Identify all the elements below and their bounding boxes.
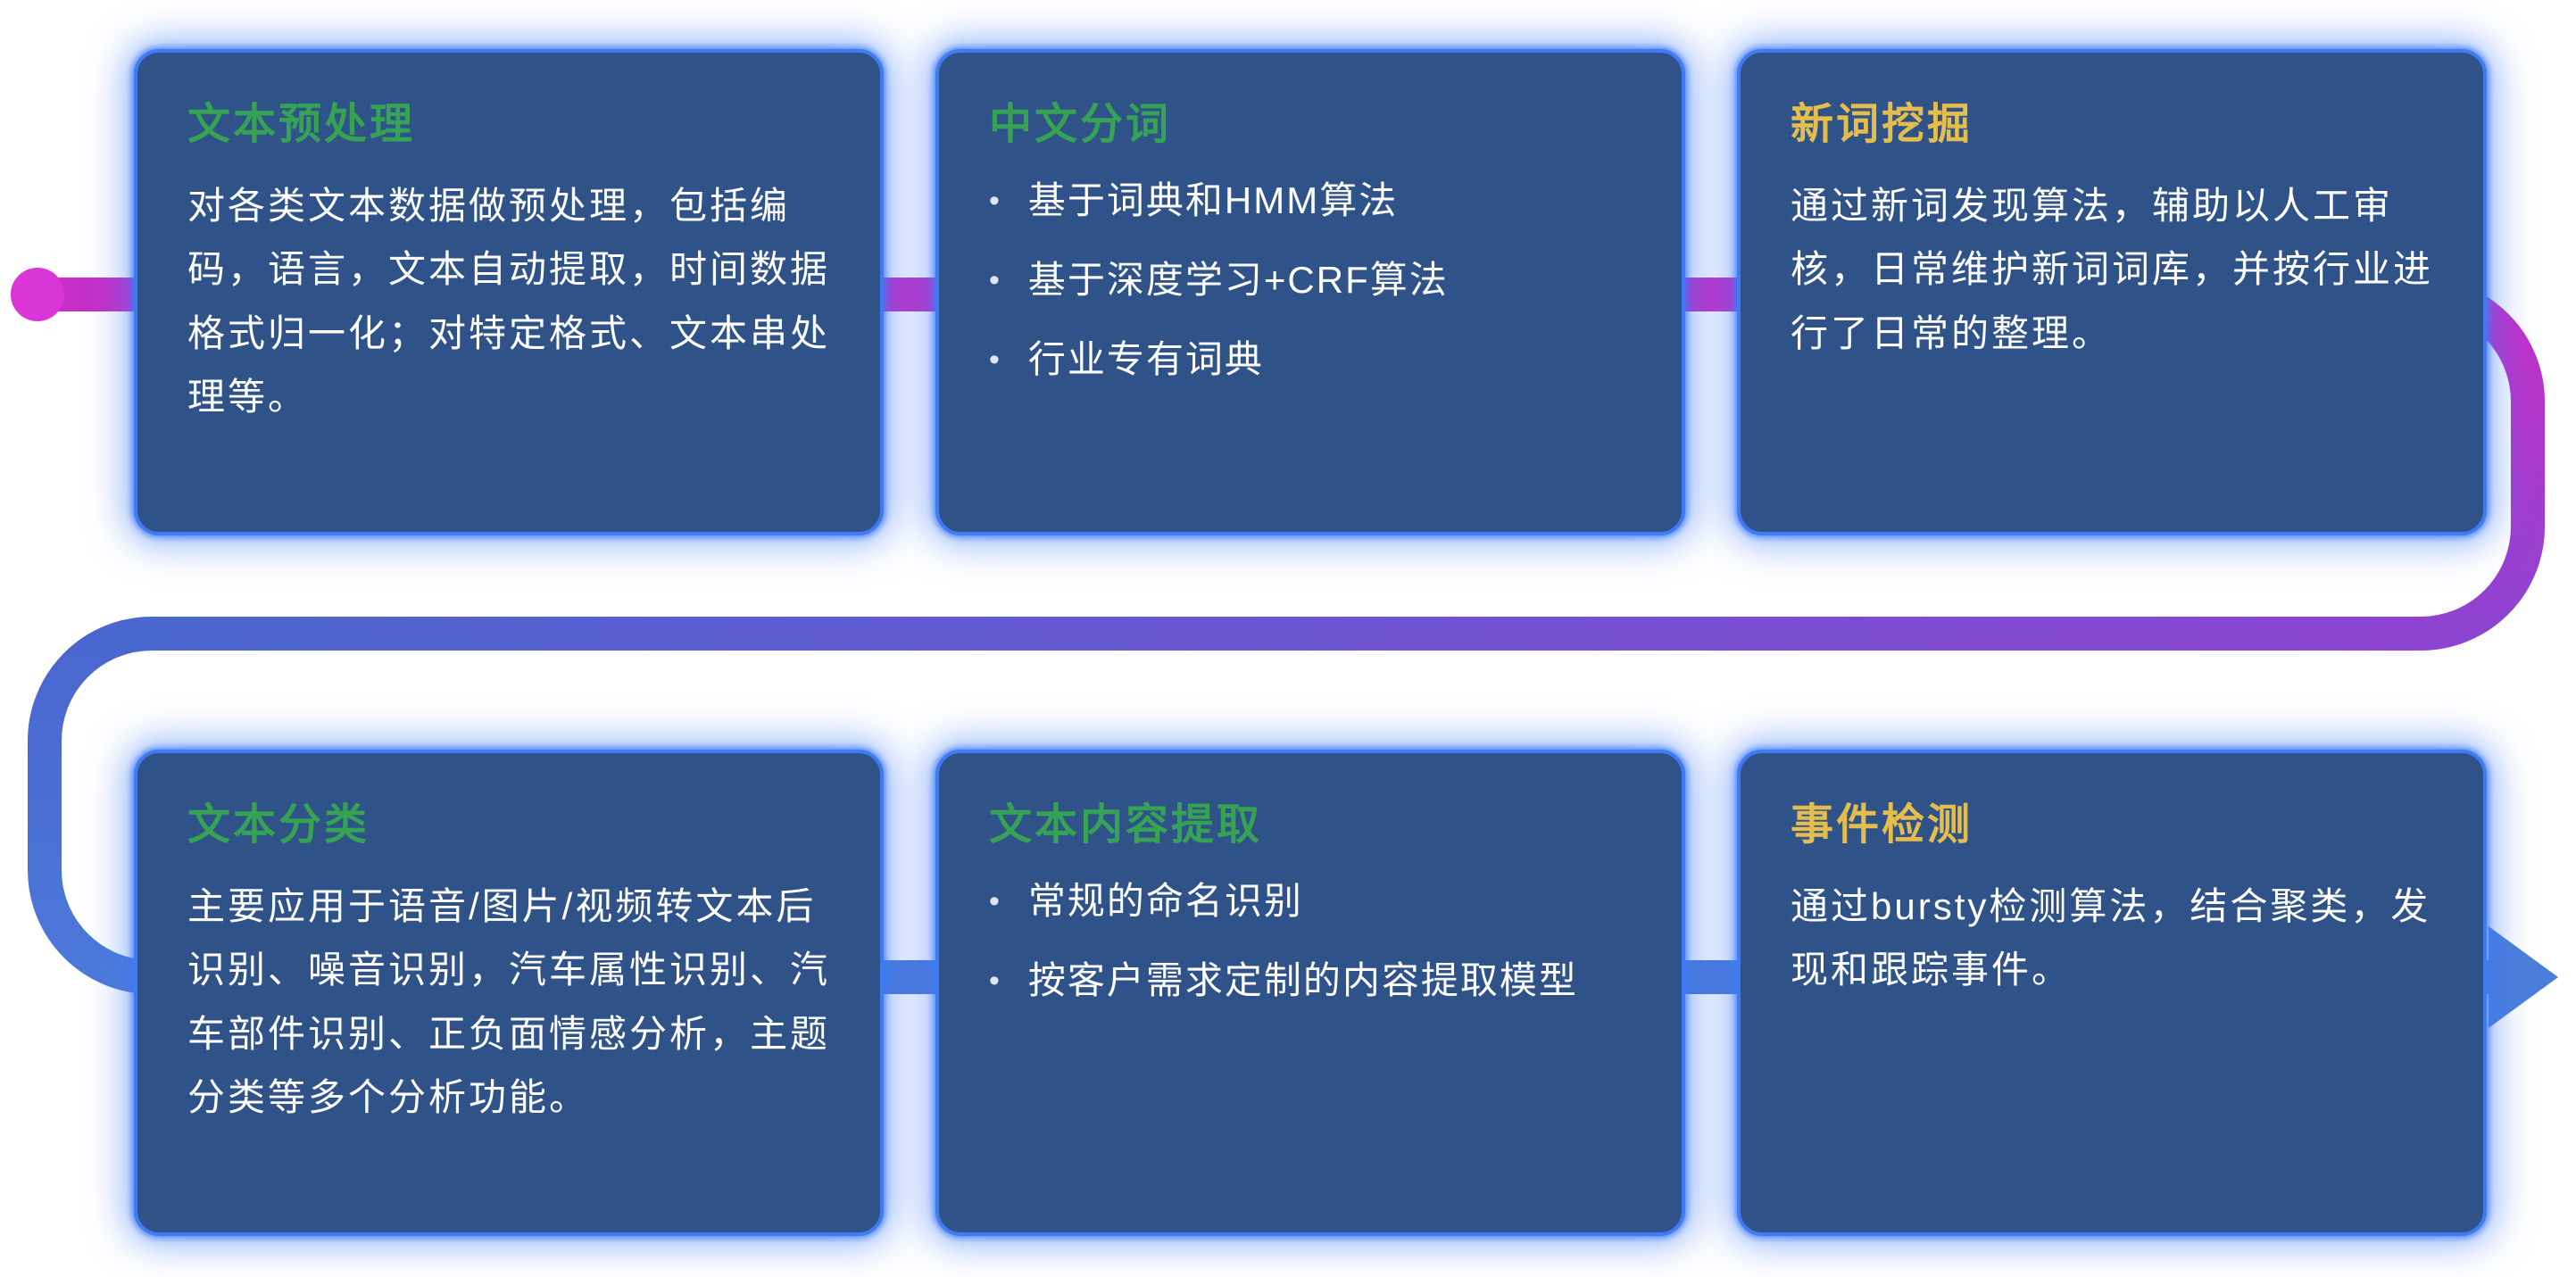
card-title: 中文分词 [989,101,1172,148]
card-title: 事件检测 [1791,801,1974,849]
bullet-dot-icon: • [989,263,1001,298]
bullet-text: 基于深度学习+CRF算法 [1027,259,1449,302]
card-title: 新词挖掘 [1791,101,1974,148]
bullet-dot-icon: • [989,343,1001,377]
flow-arrow-icon [2489,926,2558,1028]
card-body: 通过bursty检测算法，结合聚类，发现和跟踪事件。 [1791,885,2431,991]
flow-start-dot-icon [11,268,64,321]
bullet-item: • 常规的命名识别 [989,875,1632,929]
card-new-word-mining: 新词挖掘 通过新词发现算法，辅助以人工审核，日常维护新词词库，并按行业进行了日常… [1737,49,2487,535]
bullet-text: 按客户需求定制的内容提取模型 [1027,959,1578,1002]
card-title: 文本预处理 [187,101,416,148]
card-text-content-extraction: 文本内容提取 • 常规的命名识别 • 按客户需求定制的内容提取模型 [935,750,1685,1236]
bullet-dot-icon: • [989,184,1001,218]
bullet-dot-icon: • [989,964,1001,999]
bullet-list: • 基于词典和HMM算法 • 基于深度学习+CRF算法 • 行业专有词典 [989,174,1632,388]
bullet-item: • 按客户需求定制的内容提取模型 [989,954,1632,1008]
card-body: 对各类文本数据做预处理，包括编码，语言，文本自动提取，时间数据格式归一化；对特定… [187,185,831,419]
bullet-item: • 基于词典和HMM算法 [989,174,1632,228]
bullet-list: • 常规的命名识别 • 按客户需求定制的内容提取模型 [989,875,1632,1008]
flow-segment-left-curve [27,617,153,994]
card-event-detection: 事件检测 通过bursty检测算法，结合聚类，发现和跟踪事件。 [1737,750,2487,1236]
bullet-item: • 基于深度学习+CRF算法 [989,253,1632,308]
bullet-text: 常规的命名识别 [1027,880,1303,922]
bullet-dot-icon: • [989,884,1001,918]
bullet-item: • 行业专有词典 [989,333,1632,387]
card-chinese-word-segmentation: 中文分词 • 基于词典和HMM算法 • 基于深度学习+CRF算法 • 行业专有词… [935,49,1685,535]
card-title: 文本内容提取 [989,801,1263,849]
card-body: 通过新词发现算法，辅助以人工审核，日常维护新词词库，并按行业进行了日常的整理。 [1791,185,2434,354]
card-text-preprocessing: 文本预处理 对各类文本数据做预处理，包括编码，语言，文本自动提取，时间数据格式归… [134,49,884,535]
card-text-classification: 文本分类 主要应用于语音/图片/视频转文本后识别、噪音识别，汽车属性识别、汽车部… [134,750,884,1236]
bullet-text: 行业专有词典 [1027,338,1264,381]
card-body: 主要应用于语音/图片/视频转文本后识别、噪音识别，汽车属性识别、汽车部件识别、正… [187,885,831,1119]
bullet-text: 基于词典和HMM算法 [1027,179,1399,221]
card-title: 文本分类 [187,801,370,849]
